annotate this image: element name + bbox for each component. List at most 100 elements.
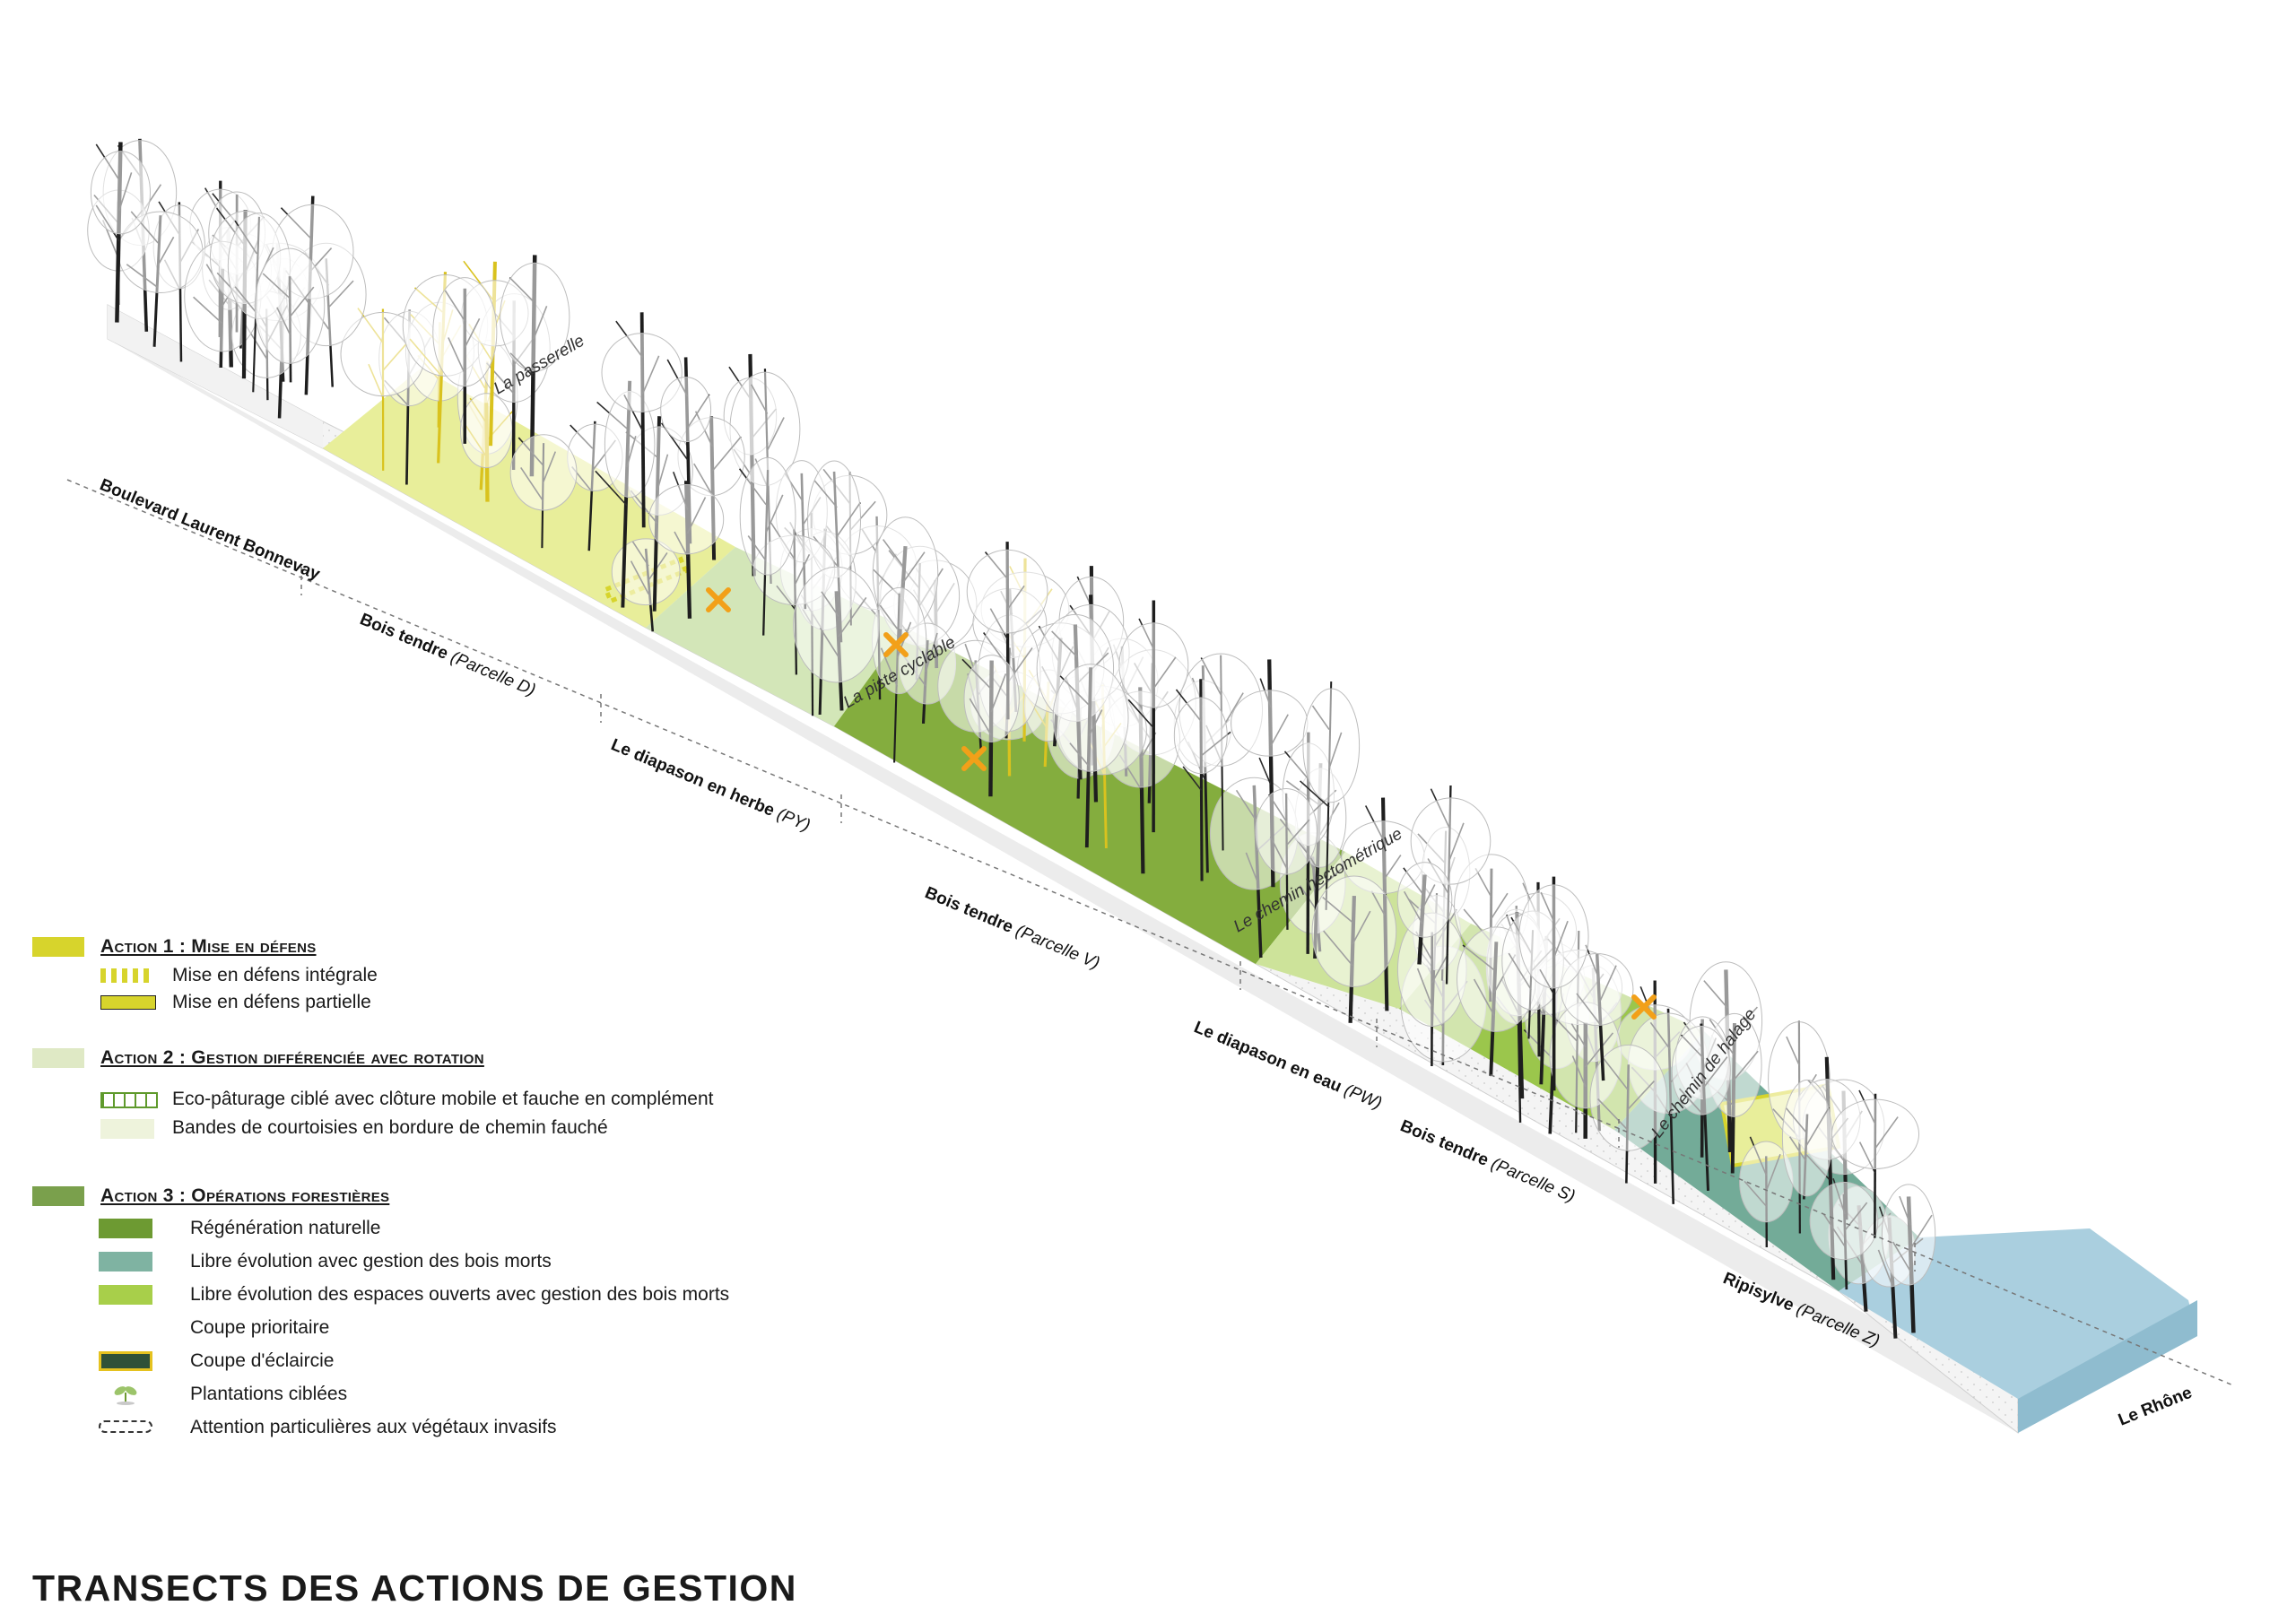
- tree-crown: [739, 456, 796, 576]
- tree-crown: [432, 277, 498, 387]
- segment-name: Bois tendre: [357, 610, 451, 664]
- tree-crown: [1781, 1079, 1833, 1197]
- segment-dimension-line-main: [66, 479, 2234, 1386]
- block-front-face: [108, 336, 2018, 1433]
- action3-swatch: [32, 1186, 84, 1206]
- segment-label: Le diapason en herbe (PY): [608, 735, 813, 835]
- tree-crown: [500, 262, 570, 372]
- segment-label: Bois tendre (Parcelle D): [357, 610, 538, 699]
- tree-branch: [1182, 766, 1202, 791]
- tree-crown: [611, 538, 681, 606]
- tree-crown: [963, 655, 1020, 742]
- legend-item-label: Coupe prioritaire: [190, 1317, 330, 1338]
- tree-crown: [254, 247, 326, 364]
- defens-partielle-swatch: [100, 995, 156, 1010]
- legend-item: Eco-pâturage ciblé avec clôture mobile e…: [32, 1087, 929, 1115]
- legend-item-label: Bandes de courtoisies en bordure de chem…: [172, 1117, 608, 1138]
- espaces-ouverts-swatch: [99, 1285, 152, 1305]
- zone-rhone-front: [2018, 1300, 2197, 1433]
- segment-name: Bois tendre: [1397, 1116, 1492, 1170]
- legend-item: Coupe d'éclaircie: [32, 1345, 929, 1378]
- legend-action2-title: Action 2 : Gestion différenciée avec rot…: [100, 1047, 484, 1068]
- tree-branch: [1127, 699, 1154, 729]
- legend-item-label: Coupe d'éclaircie: [190, 1350, 335, 1371]
- sapling-icon: [114, 1386, 137, 1405]
- tree-crown: [793, 566, 880, 683]
- eco-paturage-fence-icon: [100, 1092, 158, 1108]
- legend-action3-title: Action 3 : Opérations forestières: [100, 1185, 390, 1206]
- segment-name: Le Rhône: [2116, 1384, 2195, 1430]
- segment-name: Bois tendre: [922, 883, 1016, 937]
- segment-parcel: (PW): [1342, 1081, 1385, 1113]
- tree-crown: [509, 434, 578, 511]
- legend-item: Mise en défens intégrale: [32, 963, 929, 990]
- legend-item: Plantations ciblées: [32, 1378, 929, 1411]
- segment-name: Boulevard Laurent Bonnevay: [97, 475, 323, 584]
- legend-item: Régénération naturelle: [32, 1212, 929, 1245]
- legend-item: Libre évolution des espaces ouverts avec…: [32, 1279, 929, 1312]
- tree-crown: [1052, 664, 1129, 772]
- legend-item: Mise en défens partielle: [32, 990, 929, 1017]
- action1-swatch: [32, 937, 84, 957]
- legend-action3-header: Action 3 : Opérations forestières: [32, 1182, 929, 1212]
- segment-label: Boulevard Laurent Bonnevay: [97, 475, 323, 584]
- tree-crown: [1302, 688, 1361, 803]
- tree-crown: [1173, 697, 1228, 775]
- invasive-dashed-outline-icon: [99, 1420, 152, 1433]
- tree-crown: [648, 484, 725, 555]
- legend-item: Bandes de courtoisies en bordure de chem…: [32, 1115, 929, 1144]
- legend-item-label: Mise en défens intégrale: [172, 965, 378, 985]
- legend-action3: Action 3 : Opérations forestières Régéné…: [32, 1182, 929, 1445]
- legend-item-label: Eco-pâturage ciblé avec clôture mobile e…: [172, 1089, 714, 1109]
- libre-evolution-swatch: [99, 1252, 152, 1271]
- coupe-marker: [961, 746, 987, 771]
- legend-item: Coupe prioritaire: [32, 1312, 929, 1345]
- tree-branch: [1300, 780, 1330, 808]
- legend-item: Attention particulières aux végétaux inv…: [32, 1411, 929, 1445]
- coupe-eclaircie-swatch: [99, 1351, 152, 1371]
- tree-crown: [90, 151, 151, 235]
- tree-branch: [595, 470, 628, 507]
- segment-name: Le diapason en herbe: [608, 735, 777, 820]
- tree-crown: [1396, 862, 1453, 938]
- segment-parcel: (Parcelle V): [1013, 922, 1102, 974]
- legend-action1-title: Action 1 : Mise en défens: [100, 936, 317, 957]
- coupe-marker: [883, 632, 909, 657]
- coupe-prioritaire-markers: [706, 587, 1657, 1020]
- segment-parcel: (Parcelle D): [448, 648, 538, 700]
- segment-label: Le Rhône: [2116, 1384, 2195, 1430]
- legend-item-label: Attention particulières aux végétaux inv…: [190, 1417, 557, 1437]
- segment-label: Bois tendre (Parcelle V): [922, 883, 1102, 973]
- tree-crown: [1671, 1025, 1731, 1115]
- tree-crown: [601, 333, 683, 412]
- legend-item-label: Libre évolution des espaces ouverts avec…: [190, 1284, 730, 1305]
- legend-item-label: Libre évolution avec gestion des bois mo…: [190, 1251, 552, 1271]
- tree-crown: [1231, 690, 1309, 757]
- legend: Action 1 : Mise en défens Mise en défens…: [32, 933, 929, 1445]
- tree-crown: [1118, 622, 1189, 708]
- defens-integrale-swatch: [100, 968, 154, 983]
- bandes-courtoisie-swatch: [100, 1119, 154, 1139]
- legend-item-label: Mise en défens partielle: [172, 992, 371, 1012]
- legend-item: Libre évolution avec gestion des bois mo…: [32, 1245, 929, 1279]
- legend-action1: Action 1 : Mise en défens Mise en défens…: [32, 933, 929, 1017]
- tree-crown: [660, 377, 712, 443]
- zone-boulevard: [108, 305, 323, 448]
- tree-crown: [1518, 884, 1589, 989]
- legend-item-label: Régénération naturelle: [190, 1218, 381, 1238]
- tree-crown: [1255, 787, 1318, 875]
- tree-crown: [966, 549, 1048, 634]
- segment-dimension-line: [66, 479, 2234, 1386]
- tree-crown: [1881, 1184, 1936, 1286]
- coupe-marker: [1631, 994, 1657, 1020]
- legend-action1-header: Action 1 : Mise en défens: [32, 933, 929, 963]
- tree-crown: [1311, 875, 1397, 987]
- segment-parcel: (PY): [774, 805, 813, 836]
- action2-swatch: [32, 1048, 84, 1068]
- regeneration-swatch: [99, 1219, 152, 1238]
- legend-item-label: Plantations ciblées: [190, 1384, 348, 1404]
- tree-crown: [1809, 1181, 1879, 1261]
- coupe-marker: [706, 587, 731, 612]
- legend-action2-header: Action 2 : Gestion différenciée avec rot…: [32, 1044, 929, 1074]
